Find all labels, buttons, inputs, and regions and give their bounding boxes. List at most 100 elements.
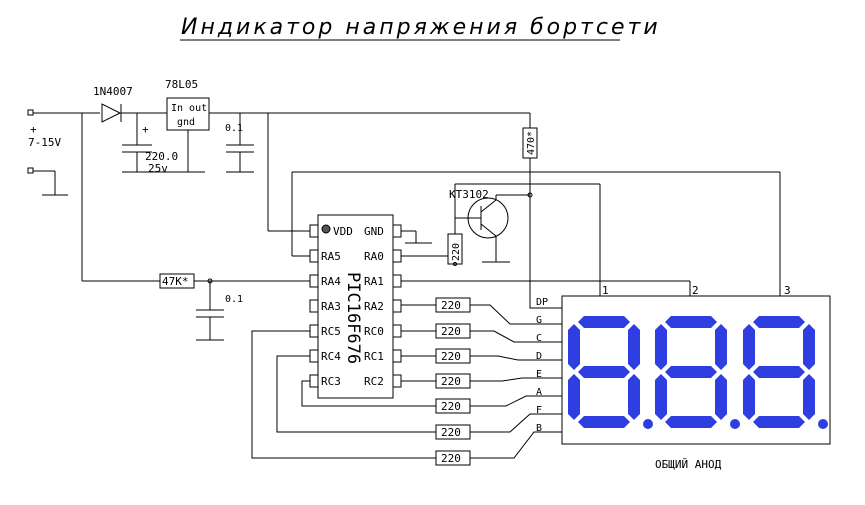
segment-resistor-label: 220 bbox=[441, 325, 461, 338]
display-segment bbox=[753, 366, 805, 378]
segment-label-c: C bbox=[536, 333, 542, 344]
display-segment bbox=[743, 374, 755, 420]
display-segment bbox=[568, 374, 580, 420]
segment-label-d: D bbox=[536, 351, 542, 362]
resistor-base-label: 220 bbox=[451, 243, 462, 261]
segment-resistor-label: 220 bbox=[441, 299, 461, 312]
display-segment bbox=[628, 324, 640, 370]
mcu-pin-vdd bbox=[309, 224, 319, 238]
mcu-pin-rc0 bbox=[392, 324, 402, 338]
digit-number-3: 3 bbox=[784, 284, 791, 297]
mcu-pin-label: RC4 bbox=[321, 350, 341, 363]
segment-resistor-label: 220 bbox=[441, 375, 461, 388]
display-segment bbox=[753, 316, 805, 328]
display-segment bbox=[628, 374, 640, 420]
cap3-value: 0.1 bbox=[225, 294, 243, 305]
segment-wire bbox=[470, 304, 562, 325]
display-dp bbox=[643, 419, 653, 429]
display-caption: ОБЩИЙ АНОД bbox=[655, 458, 722, 471]
regulator-pin-gnd: gnd bbox=[177, 117, 195, 128]
mcu-pin-rc3 bbox=[309, 374, 319, 388]
resistor-470-label: 470* bbox=[526, 131, 537, 155]
resistor-base bbox=[447, 233, 463, 265]
display-segment bbox=[803, 374, 815, 420]
display-segment bbox=[803, 324, 815, 370]
display-segment bbox=[578, 416, 630, 428]
mcu-pin-label: GND bbox=[364, 225, 384, 238]
mcu-pin-gnd bbox=[392, 224, 402, 238]
mcu-pin-ra0 bbox=[392, 249, 402, 263]
diode-label: 1N4007 bbox=[93, 85, 133, 98]
power-terminal-plus bbox=[27, 109, 34, 116]
segment-wire bbox=[470, 431, 562, 459]
display-digit bbox=[743, 316, 828, 429]
diode-symbol bbox=[101, 103, 122, 123]
mcu-pins: VDDRA5RA4RA3RC5RC4RC3GNDRA0RA1RA2RC0RC1R… bbox=[309, 224, 402, 388]
mcu-pin-label: RA1 bbox=[364, 275, 384, 288]
mcu-pin-label: RC3 bbox=[321, 375, 341, 388]
display-segment bbox=[665, 366, 717, 378]
mcu-pin-rc2 bbox=[392, 374, 402, 388]
mcu-pin-ra5 bbox=[309, 249, 319, 263]
mcu-pin-ra3 bbox=[309, 299, 319, 313]
display-segment bbox=[568, 324, 580, 370]
mcu-label: PIC16F676 bbox=[343, 272, 363, 364]
regulator-label: 78L05 bbox=[165, 78, 198, 91]
mcu-pin-label: VDD bbox=[333, 225, 353, 238]
display-segment bbox=[578, 366, 630, 378]
display-segment bbox=[655, 324, 667, 370]
segment-resistor-label: 220 bbox=[441, 426, 461, 439]
cap2-value: 0.1 bbox=[225, 123, 243, 134]
display-digit bbox=[568, 316, 653, 429]
display-segment bbox=[753, 416, 805, 428]
cap1-voltage: 25v bbox=[148, 162, 168, 175]
power-terminal-minus bbox=[27, 167, 34, 174]
display-segment bbox=[665, 316, 717, 328]
mcu-pin-ra2 bbox=[392, 299, 402, 313]
display-digit bbox=[655, 316, 740, 429]
segment-wire bbox=[470, 355, 562, 361]
mcu-pin-rc5 bbox=[309, 324, 319, 338]
display-segment bbox=[655, 374, 667, 420]
cap1-value: 220.0 bbox=[145, 150, 178, 163]
regulator-pin-inout: In out bbox=[171, 103, 207, 114]
display-segment bbox=[715, 374, 727, 420]
power-plus-label: + bbox=[30, 123, 37, 136]
segment-wire bbox=[470, 413, 562, 433]
mcu-pin-label: RA0 bbox=[364, 250, 384, 263]
mcu-pin-label: RC0 bbox=[364, 325, 384, 338]
segment-label-g: G bbox=[536, 315, 542, 326]
mcu-pin-label: RC1 bbox=[364, 350, 384, 363]
mcu-pin-label: RA2 bbox=[364, 300, 384, 313]
transistor-label: KT3102 bbox=[449, 188, 489, 201]
display-dp bbox=[730, 419, 740, 429]
mcu-pin-ra1 bbox=[392, 274, 402, 288]
segment-wire bbox=[470, 330, 562, 343]
display-segment bbox=[665, 416, 717, 428]
mcu-pin-ra4 bbox=[309, 274, 319, 288]
segment-resistor-label: 220 bbox=[441, 400, 461, 413]
segment-label-f: F bbox=[536, 405, 542, 416]
digit-number-2: 2 bbox=[692, 284, 699, 297]
mcu-pin1-marker bbox=[321, 224, 331, 234]
resistor-47k-label: 47K* bbox=[162, 275, 189, 288]
diagram-title: Индикатор напряжения бортсети bbox=[181, 15, 661, 40]
display-segment bbox=[743, 324, 755, 370]
cap1-polarity: + bbox=[142, 123, 149, 136]
display-segment bbox=[578, 316, 630, 328]
mcu-pin-label: RA5 bbox=[321, 250, 341, 263]
segment-wire bbox=[470, 395, 562, 407]
segment-resistor-label: 220 bbox=[441, 350, 461, 363]
display-segment bbox=[715, 324, 727, 370]
segment-resistor-label: 220 bbox=[441, 452, 461, 465]
power-voltage-label: 7-15V bbox=[28, 136, 61, 149]
segment-label-e: E bbox=[536, 369, 542, 380]
mcu-pin-label: RA4 bbox=[321, 275, 341, 288]
mcu-pin-label: RC5 bbox=[321, 325, 341, 338]
display-dp bbox=[818, 419, 828, 429]
mcu-pin-label: RA3 bbox=[321, 300, 341, 313]
mcu-pin-rc4 bbox=[309, 349, 319, 363]
